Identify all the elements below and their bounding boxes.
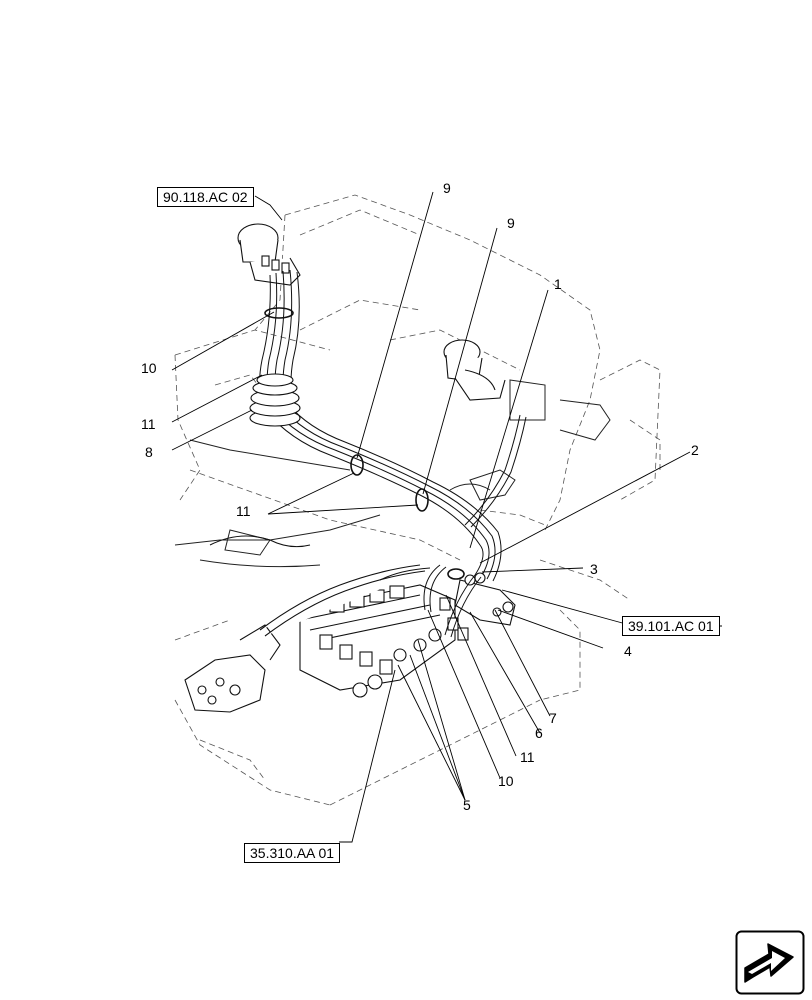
callout-11a: 11 — [141, 416, 156, 432]
callout-4: 4 — [624, 643, 632, 659]
callout-5: 5 — [463, 797, 471, 813]
callout-7: 7 — [549, 710, 557, 726]
rubber-boot — [249, 373, 301, 427]
ref-90-118-ac-02[interactable]: 90.118.AC 02 — [157, 187, 254, 207]
left-joystick — [237, 223, 301, 286]
callout-1: 1 — [554, 276, 562, 292]
callout-10b: 10 — [498, 773, 514, 789]
feed-hoses — [209, 535, 482, 638]
right-joystick — [443, 339, 506, 401]
ref-35-310-aa-01[interactable]: 35.310.AA 01 — [244, 843, 341, 863]
callout-8: 8 — [145, 444, 153, 460]
callout-10a: 10 — [141, 360, 157, 376]
callout-6: 6 — [535, 725, 543, 741]
callout-9a: 9 — [443, 180, 451, 196]
machine-frame-outline — [174, 194, 661, 806]
machine-structure — [174, 379, 611, 568]
callout-11b: 11 — [236, 503, 251, 519]
leader-lines — [171, 191, 722, 843]
next-page-arrow-icon[interactable] — [735, 930, 805, 995]
hydraulic-pump — [184, 564, 426, 713]
callout-2: 2 — [691, 442, 699, 458]
control-valve-block — [299, 584, 456, 698]
hose-clamps — [264, 307, 465, 580]
callout-3: 3 — [590, 561, 598, 577]
callout-9b: 9 — [507, 215, 515, 231]
callout-11c: 11 — [520, 749, 535, 765]
hose-bundle — [259, 269, 527, 582]
ref-39-101-ac-01[interactable]: 39.101.AC 01 — [622, 616, 720, 636]
